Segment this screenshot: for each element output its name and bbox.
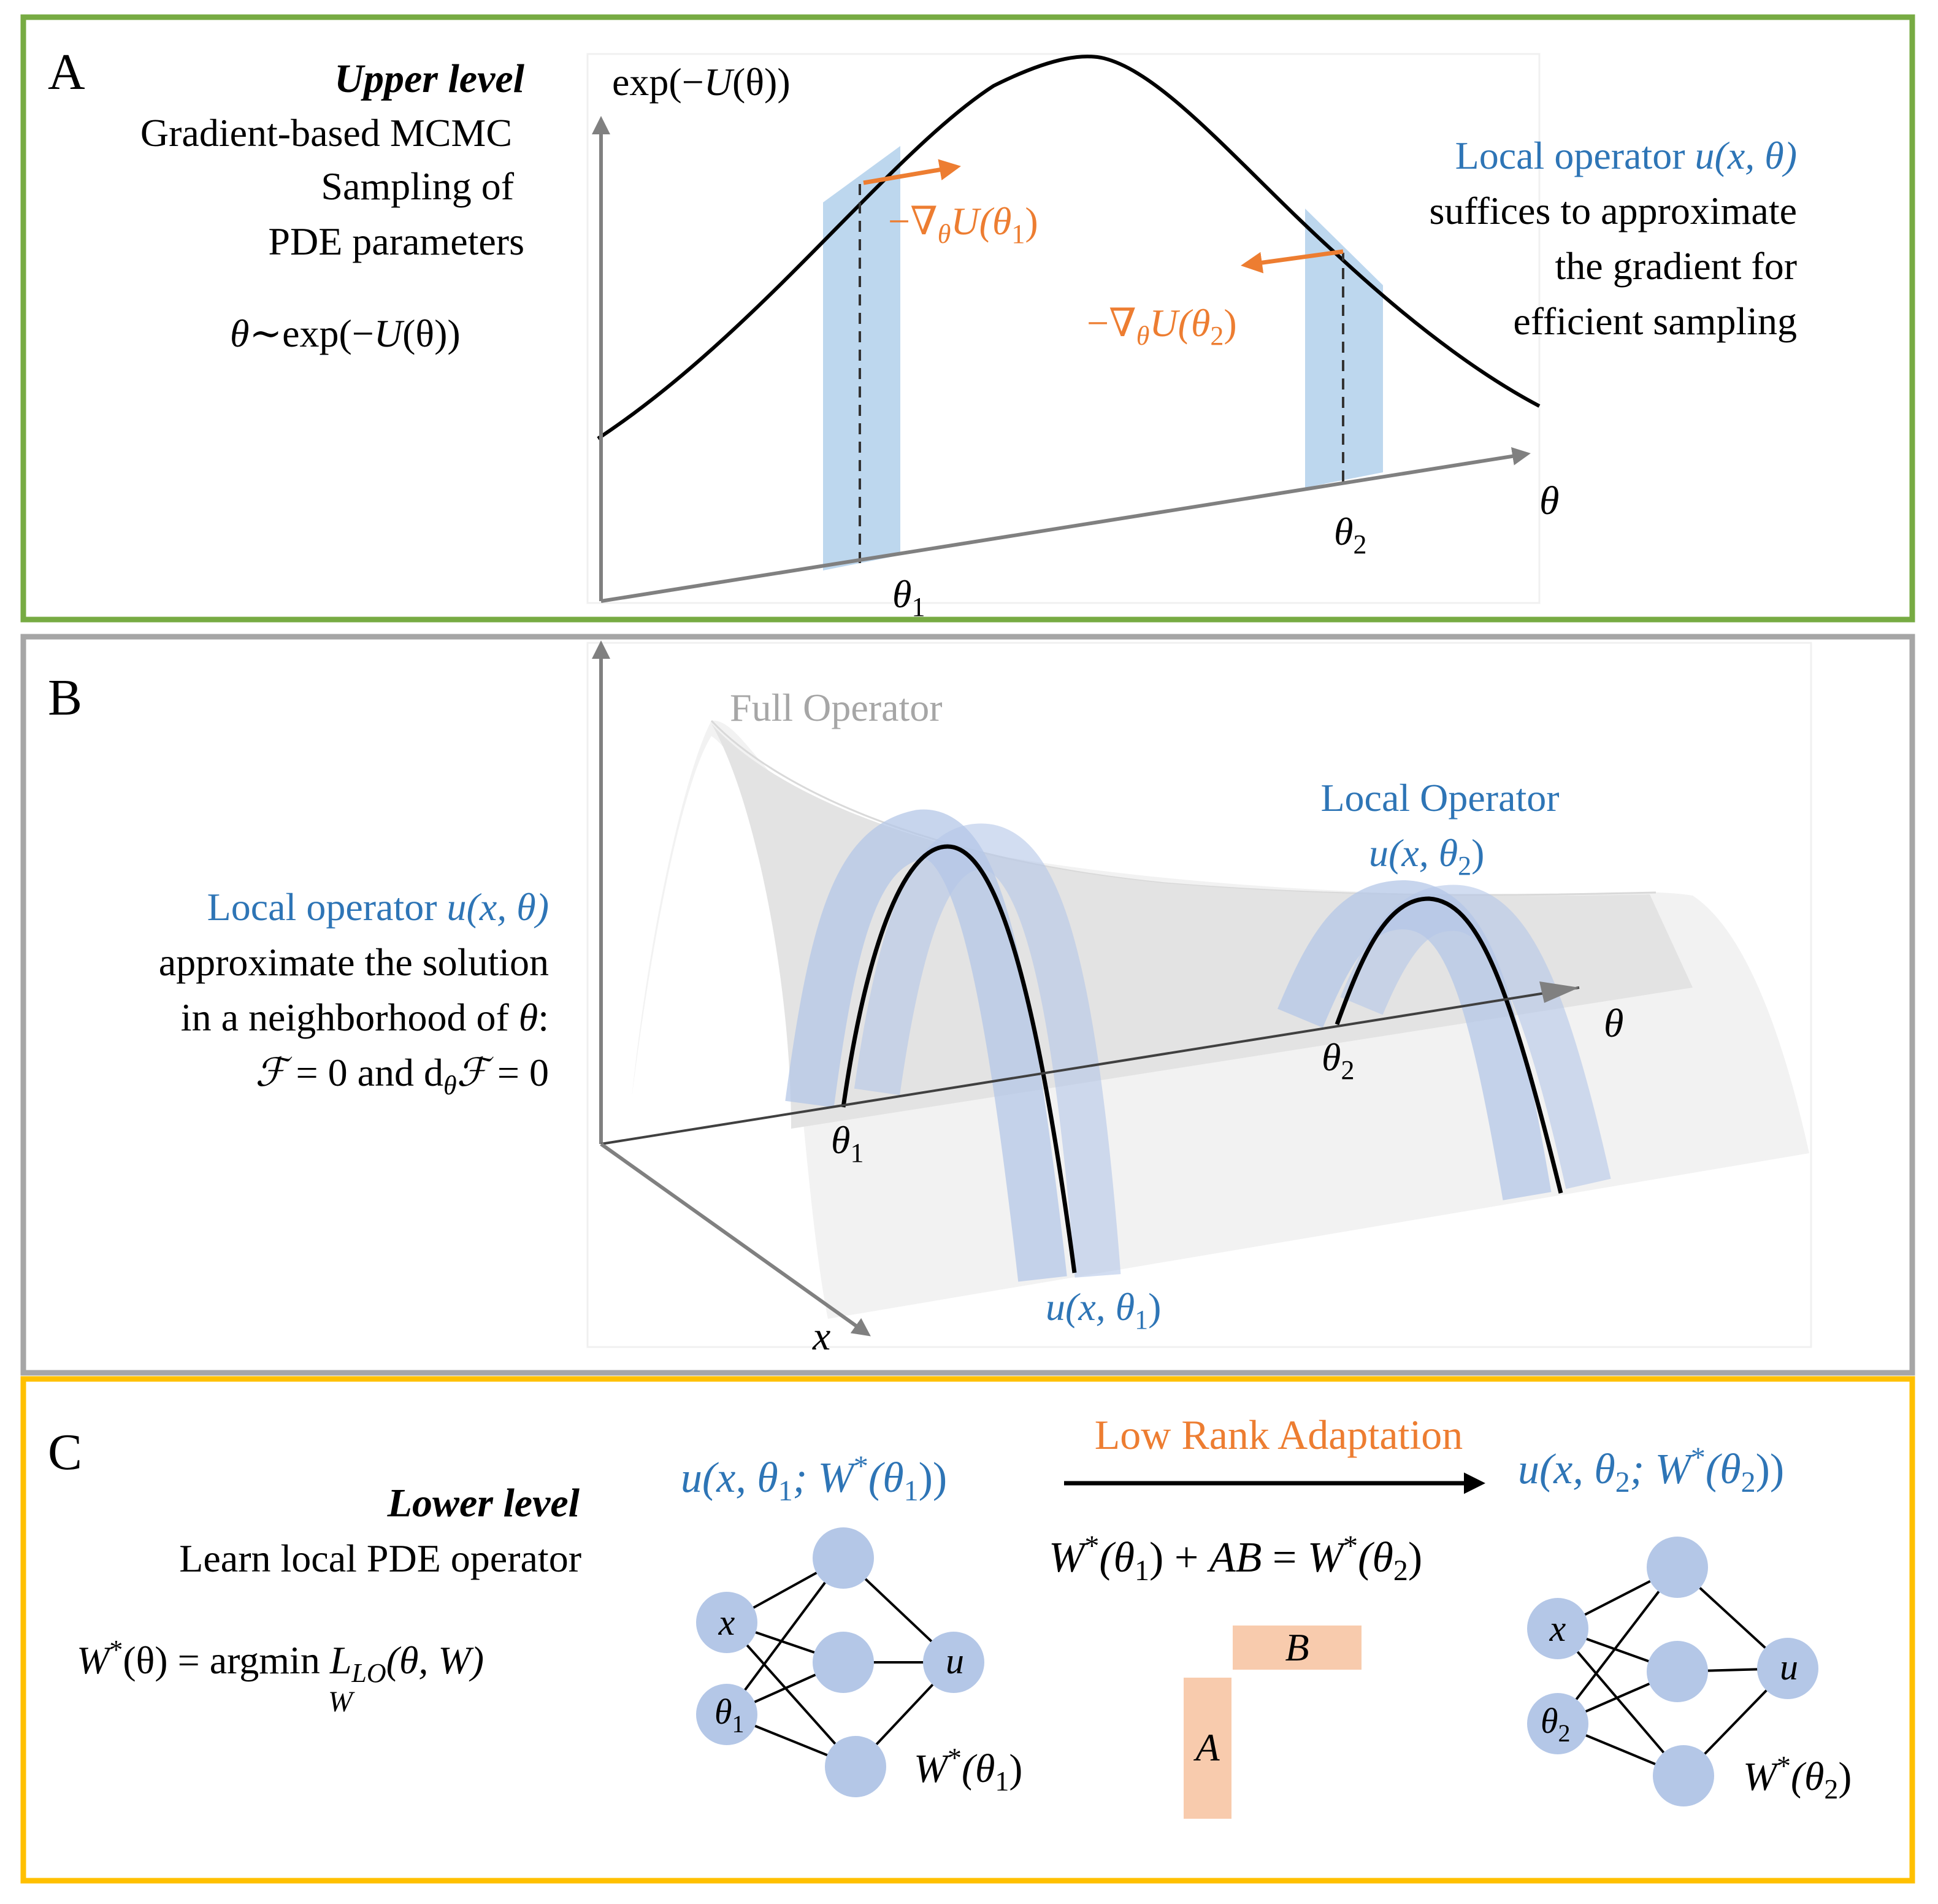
node-theta2-label: θ2 bbox=[1541, 1701, 1571, 1747]
local-operator-u-theta2: u(x, θ2) bbox=[1369, 831, 1484, 881]
node-theta2 bbox=[1527, 1693, 1588, 1754]
left-model-label: u(x, θ1; W*(θ1)) bbox=[681, 1450, 947, 1507]
density-plot: exp(−U(θ)) θ θ1 θ2 −∇θU(θ1) −∇θU(θ2) bbox=[586, 53, 1559, 622]
local-band-theta2-back bbox=[1340, 885, 1611, 1189]
theta-axis-arrowhead bbox=[1539, 981, 1579, 1003]
network-right-weights: W*(θ2) bbox=[1743, 1750, 1852, 1805]
node-x bbox=[696, 1592, 757, 1653]
theta1-label-b: θ1 bbox=[831, 1118, 864, 1168]
right-model-label: u(x, θ2; W*(θ2)) bbox=[1518, 1441, 1784, 1499]
local-operator-curve-1 bbox=[841, 844, 1077, 1273]
theta-axis bbox=[600, 986, 1580, 1145]
argmin-subscript: W bbox=[328, 1686, 355, 1718]
upper-level-desc-1: Gradient-based MCMC bbox=[140, 111, 512, 155]
matrix-b-label: B bbox=[1285, 1626, 1309, 1669]
gradient-label-2: −∇θU(θ2) bbox=[1087, 301, 1237, 351]
gradient-arrow-2 bbox=[1241, 249, 1344, 274]
upper-level-title: Upper level bbox=[334, 56, 524, 101]
gradient-label-1: −∇θU(θ1) bbox=[888, 199, 1038, 249]
node-x-label: x bbox=[718, 1602, 735, 1643]
hidden-node-2 bbox=[813, 1632, 874, 1693]
panel-b-left-line-1: Local operator u(x, θ) bbox=[207, 885, 549, 929]
lora-equation: W*(θ1) + AB = W*(θ2) bbox=[1049, 1530, 1422, 1587]
w-star-definition: W*(θ) = argmin LLO(θ, W) bbox=[77, 1635, 484, 1688]
local-operator-curve-2 bbox=[1335, 896, 1563, 1194]
edge bbox=[726, 1621, 857, 1768]
panel-b-letter: B bbox=[48, 669, 82, 726]
local-operator-u-theta1: u(x, θ1) bbox=[1046, 1285, 1161, 1335]
panel-c: C Lower level Learn local PDE operator W… bbox=[20, 1376, 1915, 1884]
node-theta1 bbox=[696, 1684, 757, 1745]
panel-a-right-line-4: efficient sampling bbox=[1513, 299, 1797, 343]
matrix-a bbox=[1184, 1678, 1231, 1819]
operator-3d-plot: Full Operator Local Operator u(x, θ2) u(… bbox=[586, 640, 1812, 1359]
upper-level-desc-2: Sampling of bbox=[321, 164, 514, 208]
node-x-label: x bbox=[1549, 1608, 1566, 1649]
local-operator-title: Local Operator bbox=[1320, 776, 1559, 820]
node-u bbox=[923, 1632, 984, 1693]
lower-level-title: Lower level bbox=[387, 1481, 580, 1526]
upper-level-desc-3: PDE parameters bbox=[268, 220, 524, 263]
panel-a-right-line-2: suffices to approximate bbox=[1429, 189, 1797, 232]
plot-frame bbox=[586, 53, 1541, 604]
panel-b-left-line-4: ℱ = 0 and dθℱ = 0 bbox=[255, 1051, 549, 1100]
panel-a-right-line-1: Local operator u(x, θ) bbox=[1455, 134, 1797, 177]
panel-b-left-line-2: approximate the solution bbox=[159, 940, 549, 984]
network-right: x θ2 u W*(θ2) bbox=[1527, 1537, 1852, 1806]
node-x bbox=[1527, 1598, 1588, 1659]
sampling-distribution: θ∼exp(−U(θ)) bbox=[230, 312, 461, 355]
hidden-node-1 bbox=[813, 1527, 874, 1589]
edge bbox=[1557, 1627, 1685, 1777]
panel-a-border bbox=[20, 14, 1915, 623]
theta1-band bbox=[823, 146, 900, 570]
panel-a-right-line-3: the gradient for bbox=[1555, 244, 1798, 288]
full-operator-label: Full Operator bbox=[730, 686, 943, 729]
hidden-node-2 bbox=[1647, 1641, 1708, 1702]
node-u-label: u bbox=[1780, 1647, 1798, 1687]
learn-operator-text: Learn local PDE operator bbox=[179, 1537, 581, 1580]
panel-b-border bbox=[20, 634, 1915, 1376]
x-axis-label-b: x bbox=[812, 1314, 830, 1359]
hidden-node-3 bbox=[1653, 1745, 1714, 1806]
local-band-theta1-front bbox=[785, 809, 1067, 1282]
theta2-label: θ2 bbox=[1334, 510, 1366, 559]
panel-b-left-line-3: in a neighborhood of θ: bbox=[181, 996, 549, 1039]
matrix-b bbox=[1233, 1626, 1362, 1670]
panel-a: A Upper level Gradient-based MCMC Sampli… bbox=[20, 14, 1915, 623]
density-curve bbox=[597, 55, 1541, 440]
x-axis-label: θ bbox=[1539, 478, 1559, 523]
panel-a-letter: A bbox=[48, 44, 85, 101]
theta1-label: θ1 bbox=[892, 572, 925, 622]
lora-title: Low Rank Adaptation bbox=[1095, 1411, 1463, 1458]
hidden-node-1 bbox=[1647, 1537, 1708, 1598]
node-u-label: u bbox=[946, 1641, 964, 1681]
y-axis-label: exp(−U(θ)) bbox=[612, 60, 791, 104]
plot-b-frame bbox=[586, 642, 1812, 1348]
node-u bbox=[1757, 1638, 1818, 1699]
gradient-arrow-1 bbox=[863, 159, 961, 185]
x-axis bbox=[600, 447, 1531, 603]
local-band-theta1-back bbox=[854, 823, 1121, 1278]
edge bbox=[726, 1557, 845, 1716]
network-left: x θ1 u W*(θ1) bbox=[696, 1527, 1022, 1797]
surface-shade bbox=[711, 724, 1693, 1129]
panel-c-letter: C bbox=[48, 1424, 82, 1481]
theta-axis-label: θ bbox=[1604, 1001, 1623, 1046]
hidden-node-3 bbox=[825, 1736, 886, 1797]
edge bbox=[1557, 1566, 1679, 1725]
theta2-label-b: θ2 bbox=[1322, 1035, 1354, 1085]
panel-b: B Full Operator Local Operator u(x, θ2) bbox=[20, 634, 1915, 1376]
network-left-weights: W*(θ1) bbox=[914, 1742, 1022, 1797]
panel-c-border bbox=[20, 1376, 1915, 1884]
x-axis-3d bbox=[600, 1142, 871, 1337]
node-theta1-label: θ1 bbox=[714, 1692, 745, 1738]
matrix-a-label: A bbox=[1193, 1726, 1220, 1769]
